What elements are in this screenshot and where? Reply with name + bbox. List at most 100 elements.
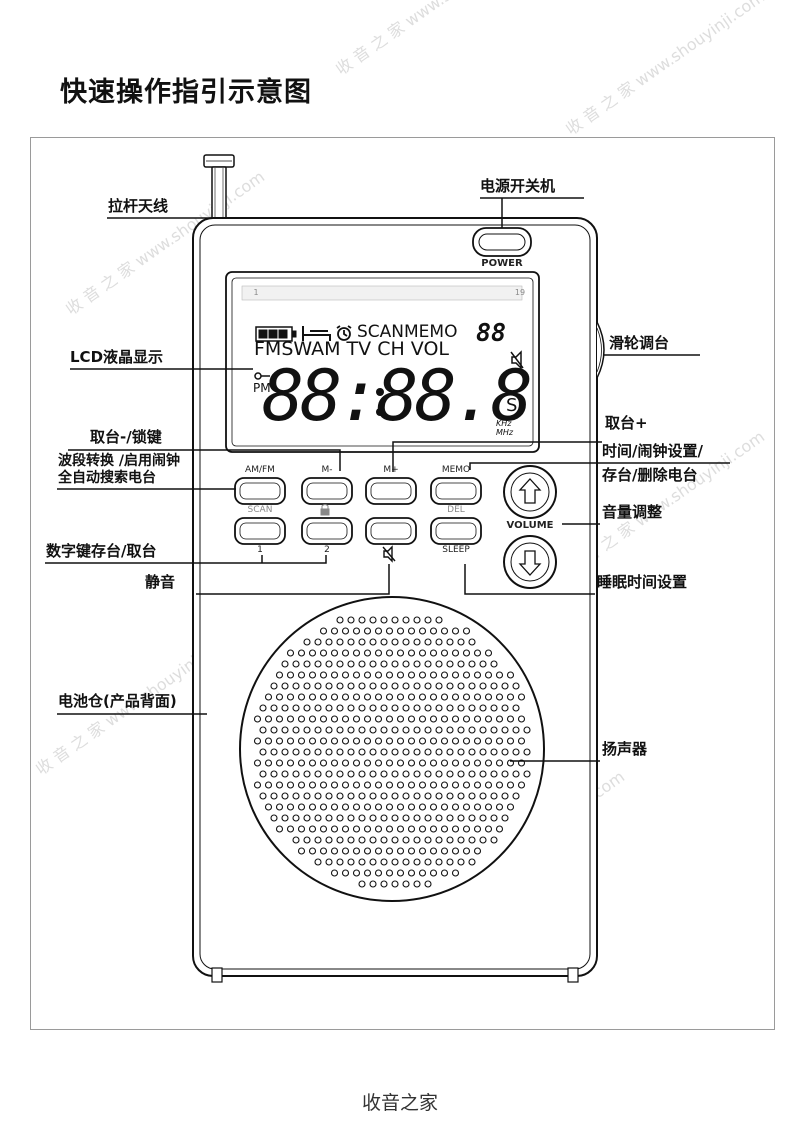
speaker-hole	[275, 693, 284, 701]
speaker-hole	[325, 682, 333, 690]
speaker-hole	[297, 693, 306, 701]
speaker-hole	[391, 638, 399, 646]
speaker-hole	[490, 726, 498, 734]
speaker-hole	[457, 726, 465, 734]
speaker-hole	[407, 781, 416, 789]
speaker-hole	[402, 616, 410, 624]
speaker-hole	[495, 781, 504, 789]
speaker-hole	[358, 704, 366, 712]
speaker-hole	[341, 803, 350, 811]
speaker-hole	[363, 869, 372, 877]
speaker-hole	[435, 858, 443, 866]
speaker-hole	[402, 814, 410, 822]
speaker-hole	[259, 770, 267, 778]
speaker-hole	[523, 748, 531, 756]
speaker-hole	[336, 770, 344, 778]
speaker-hole	[374, 671, 383, 679]
speaker-hole	[462, 627, 471, 635]
speaker-hole	[446, 704, 454, 712]
lcd-scan-memo: SCANMEMO	[357, 322, 458, 342]
speaker-hole	[314, 814, 322, 822]
lcd-modes: FMSWAM TV CH VOL	[254, 338, 450, 360]
speaker-hole	[308, 825, 317, 833]
speaker-hole	[424, 660, 432, 668]
speaker-hole	[374, 715, 383, 723]
lock-icon	[320, 504, 330, 516]
speaker-hole	[363, 759, 372, 767]
speaker-hole	[275, 715, 284, 723]
speaker-hole	[396, 781, 405, 789]
speaker-hole	[358, 792, 366, 800]
speaker-hole	[435, 770, 443, 778]
speaker-hole	[352, 737, 361, 745]
speaker-hole	[484, 781, 493, 789]
speaker-hole	[468, 638, 476, 646]
speaker-hole	[440, 869, 449, 877]
m-minus-label: M-	[321, 465, 333, 475]
speaker-hole	[495, 715, 504, 723]
speaker-hole	[363, 715, 372, 723]
speaker-hole	[374, 759, 383, 767]
speaker-hole	[479, 792, 487, 800]
speaker-hole	[319, 781, 328, 789]
speaker-hole	[363, 649, 372, 657]
speaker-hole	[407, 737, 416, 745]
speaker-hole	[407, 627, 416, 635]
speaker-hole	[451, 781, 460, 789]
speaker-hole	[275, 781, 284, 789]
speaker-hole	[275, 737, 284, 745]
speaker-hole	[391, 660, 399, 668]
speaker-hole	[418, 825, 427, 833]
speaker-hole	[385, 869, 394, 877]
speaker-hole	[308, 693, 317, 701]
lcd-colon	[376, 388, 384, 416]
am-fm-label: AM/FM	[245, 465, 275, 475]
speaker-hole	[424, 638, 432, 646]
speaker-hole	[352, 715, 361, 723]
speaker-hole	[429, 781, 438, 789]
speaker-hole	[270, 770, 278, 778]
sleep-label: SLEEP	[442, 545, 470, 555]
callout-band-line1: 波段转换 /启用闹钟	[58, 453, 180, 469]
speaker-hole	[424, 792, 432, 800]
speaker-hole	[281, 792, 289, 800]
speaker-hole	[435, 616, 443, 624]
speaker-hole	[319, 759, 328, 767]
speaker-hole	[336, 836, 344, 844]
speaker-hole	[385, 737, 394, 745]
speaker-hole	[396, 671, 405, 679]
speaker-hole	[369, 638, 377, 646]
speaker-hole	[413, 616, 421, 624]
speaker-hole	[468, 858, 476, 866]
speaker-hole	[407, 869, 416, 877]
speaker-hole	[407, 671, 416, 679]
callout-speaker: 扬声器	[602, 740, 648, 758]
speaker-hole	[292, 726, 300, 734]
speaker-hole	[308, 671, 317, 679]
speaker-hole	[281, 748, 289, 756]
speaker-hole	[259, 792, 267, 800]
speaker-hole	[501, 792, 509, 800]
lcd-main-digits: 88:88.8	[262, 355, 533, 437]
callout-m-plus: 取台+	[605, 414, 648, 432]
speaker-hole	[468, 726, 476, 734]
speaker-hole	[391, 814, 399, 822]
speaker-hole	[435, 792, 443, 800]
speaker-hole	[451, 759, 460, 767]
speaker-hole	[446, 836, 454, 844]
speaker-hole	[374, 649, 383, 657]
speaker-hole	[407, 649, 416, 657]
lcd-s: S	[506, 395, 518, 416]
speaker-hole	[341, 715, 350, 723]
speaker-hole	[253, 759, 262, 767]
speaker-hole	[424, 748, 432, 756]
speaker-hole	[501, 770, 509, 778]
speaker-hole	[347, 792, 355, 800]
speaker-hole	[457, 704, 465, 712]
speaker-hole	[253, 715, 262, 723]
speaker-hole	[446, 792, 454, 800]
speaker-hole	[418, 803, 427, 811]
speaker-hole	[352, 759, 361, 767]
speaker-hole	[506, 715, 515, 723]
speaker-hole	[457, 792, 465, 800]
